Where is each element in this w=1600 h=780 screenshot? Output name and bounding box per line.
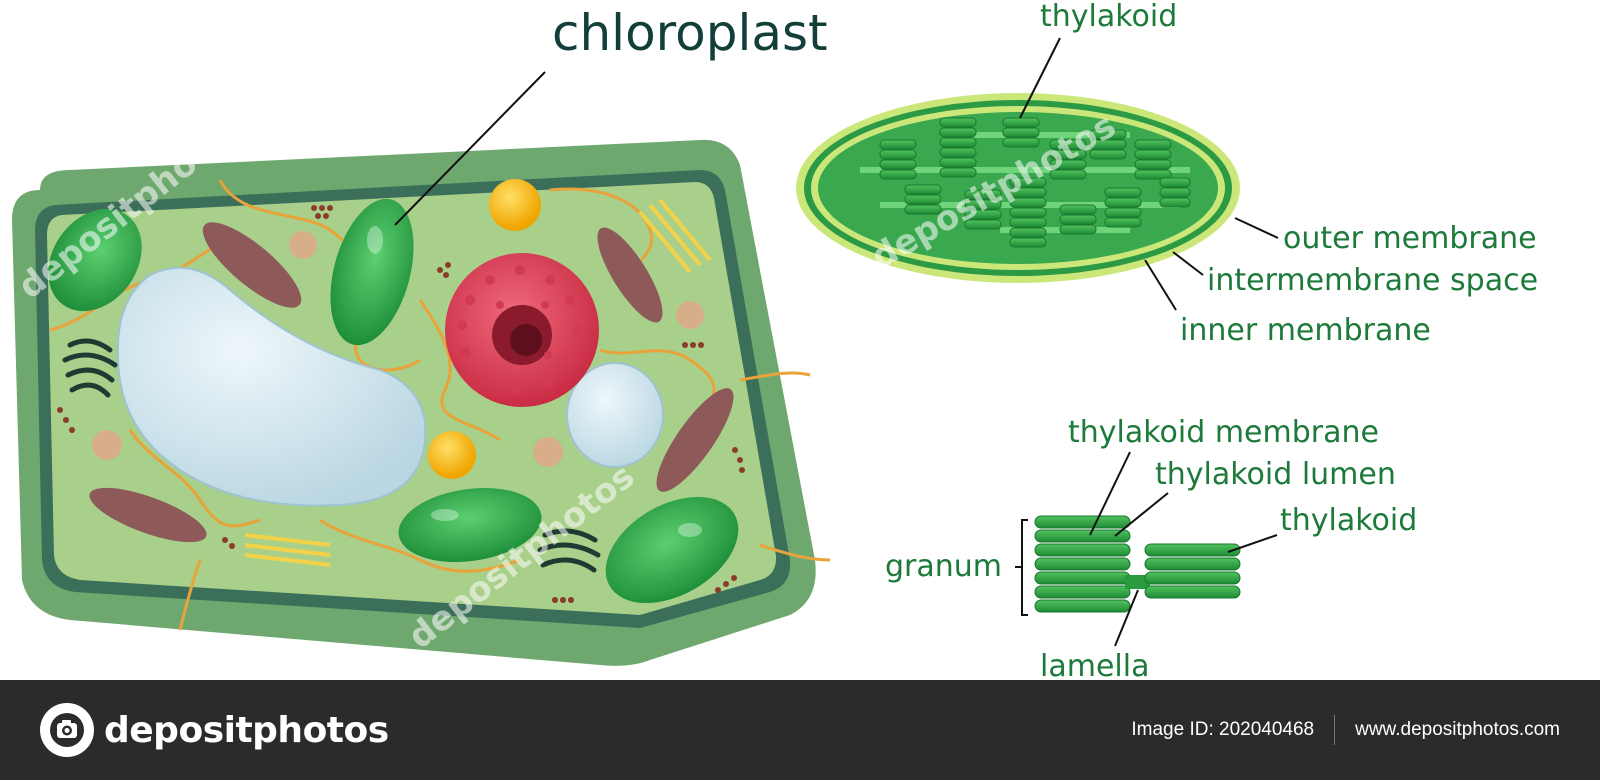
label-lamella: lamella (1040, 649, 1149, 680)
golgi-bodies (62, 338, 601, 573)
diagram-canvas: depositphotos depositphotos chloroplast (11, 0, 1538, 680)
granum-stack (1159, 177, 1191, 208)
footer-info: Image ID: 202040468 www.depositphotos.co… (1131, 715, 1560, 745)
lamella-connector (1125, 575, 1150, 589)
label-thylakoid-membrane: thylakoid membrane (1068, 415, 1379, 450)
granum-stack (1002, 117, 1040, 148)
granum-stack (904, 184, 942, 215)
leader-thylakoid-top (1019, 37, 1061, 119)
brand-name: depositphotos (104, 709, 389, 751)
image-id: Image ID: 202040468 (1131, 719, 1315, 740)
leader-lamella (1114, 589, 1139, 647)
website-link[interactable]: www.depositphotos.com (1355, 719, 1560, 740)
label-outer-membrane: outer membrane (1283, 221, 1537, 256)
beige-blobs (92, 231, 704, 467)
granum-stack (1134, 139, 1172, 180)
label-thylakoid-top: thylakoid (1040, 0, 1177, 34)
granum-right (1144, 543, 1241, 599)
title-leader-line (394, 71, 546, 226)
label-granum: granum (885, 549, 1002, 584)
granum-stack (1009, 177, 1047, 248)
label-intermembrane-space: intermembrane space (1207, 263, 1538, 298)
granum-stack (879, 139, 917, 180)
label-inner-membrane: inner membrane (1180, 313, 1431, 348)
leader-thylakoid-membrane (1089, 451, 1131, 536)
leader-thylakoid-granum (1227, 534, 1278, 553)
label-thylakoid-lumen: thylakoid lumen (1155, 457, 1396, 492)
plant-cell: depositphotos depositphotos (11, 106, 831, 666)
nucleus (445, 253, 599, 407)
chloroplast-detail: depositphotos (796, 93, 1240, 283)
stock-footer-bar: depositphotos Image ID: 202040468 www.de… (0, 680, 1600, 780)
small-vacuole (566, 362, 664, 468)
leader-outer-membrane (1234, 217, 1279, 239)
central-vacuole (116, 266, 427, 507)
yellow-spheres (428, 179, 541, 479)
title-chloroplast: chloroplast (552, 4, 828, 62)
leader-intermembrane-space (1172, 251, 1204, 276)
brand-logo[interactable]: depositphotos (40, 703, 389, 757)
ribosomes (57, 205, 745, 603)
grana-stacks (879, 117, 1191, 248)
granum-bracket (1015, 519, 1028, 616)
granum-stack (1089, 129, 1127, 160)
chloroplast-highlights (367, 226, 702, 537)
leader-thylakoid-lumen (1114, 492, 1169, 537)
cell-chloroplasts (48, 198, 739, 604)
camera-icon (40, 703, 94, 757)
granum-stack (964, 189, 1002, 230)
brown-organelles (89, 222, 734, 543)
leader-inner-membrane (1144, 259, 1177, 311)
granum-stack (1104, 187, 1142, 228)
granum-left (1034, 515, 1131, 613)
footer-divider (1334, 715, 1336, 745)
granum-stack (1049, 139, 1087, 180)
granum-stack (939, 117, 977, 178)
golgi-stripes (244, 198, 712, 567)
granum-stack (1059, 204, 1097, 235)
label-thylakoid-granum: thylakoid (1280, 503, 1417, 538)
